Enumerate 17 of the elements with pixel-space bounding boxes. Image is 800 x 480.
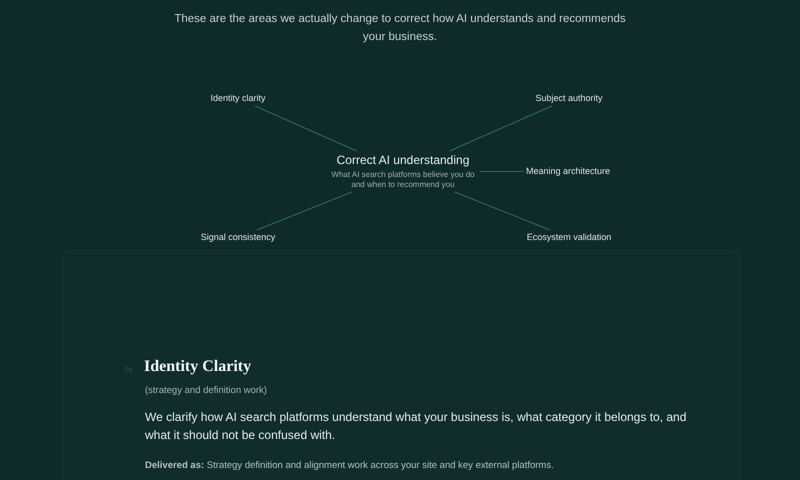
connector-line xyxy=(256,192,352,230)
hub-title: Correct AI understanding xyxy=(336,153,470,168)
spoke-label: Signal consistency xyxy=(200,232,276,243)
spoke-label: Meaning architecture xyxy=(526,166,610,177)
connector-line xyxy=(480,171,524,172)
delivery-note: Delivered as: Strategy definition and alignment work across your site and key external platforms. xyxy=(145,460,554,472)
spoke-label: Ecosystem validation xyxy=(526,232,612,243)
section-subtitle: (strategy and definition work) xyxy=(145,385,267,397)
spoke-label: Subject authority xyxy=(535,93,603,104)
connector-line xyxy=(254,106,358,152)
spoke-label: Identity clarity xyxy=(210,93,266,104)
section-description: We clarify how AI search platforms understand what your business is, what category it belongs to, and what it should not be confused with. xyxy=(145,409,688,444)
connector-line xyxy=(449,106,552,152)
hub-description: What AI search platforms believe you do and when to recommend you xyxy=(330,170,476,190)
section-heading: Identity Clarity xyxy=(144,357,252,377)
connector-line xyxy=(454,192,551,230)
intro-text: These are the areas we actually change to correct how AI understands and recommends your business. xyxy=(173,12,627,45)
